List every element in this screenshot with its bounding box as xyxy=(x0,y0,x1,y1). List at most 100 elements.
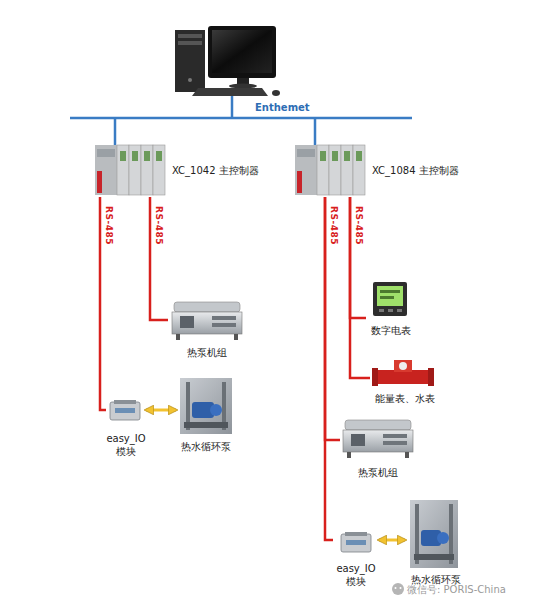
heat-pump-illustration xyxy=(172,302,242,340)
rs485-line xyxy=(350,197,370,378)
node-label: 数字电表 xyxy=(366,324,416,337)
power-meter-illustration-part xyxy=(380,296,394,299)
controller-illustration-part xyxy=(329,145,341,195)
ethernet-bus-part xyxy=(70,117,412,120)
controller-illustration-part xyxy=(317,145,329,195)
heat-pump-illustration-part xyxy=(347,452,351,458)
controller-illustration-part xyxy=(320,151,326,161)
ethernet-bus xyxy=(70,96,412,146)
computer-illustration xyxy=(175,26,280,96)
power-meter-illustration-part xyxy=(373,282,407,316)
controller-illustration-part xyxy=(117,145,129,195)
controller-illustration-part xyxy=(156,151,162,161)
pump-illustration xyxy=(410,500,458,568)
computer-illustration-part xyxy=(188,78,192,82)
heat-pump-illustration-part xyxy=(174,302,240,312)
energy-meter-illustration-part xyxy=(399,362,407,370)
heat-pump-illustration-part xyxy=(405,452,409,458)
io-module-illustration xyxy=(110,400,140,420)
computer-illustration-part xyxy=(229,84,257,89)
heat-pump-illustration xyxy=(343,420,413,458)
ethernet-bus-part xyxy=(314,118,317,146)
wechat-icon-part xyxy=(395,587,397,589)
node-label: easy_IO 模块 xyxy=(106,432,146,458)
ethernet-bus-part xyxy=(114,118,117,146)
computer-illustration-part xyxy=(178,34,202,38)
controller-illustration-part xyxy=(129,145,141,195)
bus-label: RS-485 xyxy=(329,206,339,245)
network-label: Enthemet xyxy=(255,102,310,113)
io-module-node: easy_IO 模块 xyxy=(333,528,379,592)
computer-illustration-part xyxy=(272,90,280,96)
power-meter-node: 数字电表 xyxy=(366,280,416,338)
io-module-node: easy_IO 模块 xyxy=(106,398,146,462)
rs485-line xyxy=(325,197,333,540)
controller-illustration-part xyxy=(97,171,102,193)
heat-pump-illustration-part xyxy=(176,334,180,340)
controller-illustration-part xyxy=(297,149,315,157)
energy-meter-illustration-part xyxy=(394,360,412,372)
bus-label: RS-485 xyxy=(154,206,164,245)
heat-pump-illustration-part xyxy=(383,434,407,438)
rs485-line xyxy=(150,197,168,320)
heat-pump-node: 热泵机组 xyxy=(168,300,246,360)
io-module-illustration-part xyxy=(346,540,366,545)
bus-label: RS-485 xyxy=(104,206,114,245)
pump-illustration-part xyxy=(180,378,232,434)
heat-pump-illustration-part xyxy=(212,316,236,320)
computer-illustration-part xyxy=(175,30,205,92)
heat-pump-illustration-part xyxy=(234,334,238,340)
pump-illustration-part xyxy=(410,500,458,568)
power-meter-illustration-part xyxy=(377,286,403,306)
ethernet-bus-part xyxy=(231,96,234,118)
node-label: 能量表、水表 xyxy=(370,392,440,405)
heat-pump-illustration-part xyxy=(172,312,242,334)
controller-illustration-part xyxy=(353,145,365,195)
heat-pump-illustration-part xyxy=(383,441,407,445)
node-label: XC_1042 主控制器 xyxy=(172,164,267,177)
controller-node: XC_1042 主控制器 xyxy=(95,145,267,197)
pump-illustration-part xyxy=(437,532,449,544)
controller-illustration-part xyxy=(144,151,150,161)
controller-illustration-part xyxy=(141,145,153,195)
controller-illustration-part xyxy=(153,145,165,195)
node-label: 热泵机组 xyxy=(168,346,246,359)
pump-node: 热水循环泵 xyxy=(405,496,467,588)
rs485-line xyxy=(350,197,366,318)
controller-illustration-part xyxy=(332,151,338,161)
energy-meter-illustration-part xyxy=(372,368,378,386)
watermark: 微信号: PORIS-China xyxy=(407,583,506,597)
power-meter-illustration-part xyxy=(380,290,400,293)
controller-illustration-part xyxy=(97,149,115,157)
rs485-line xyxy=(325,197,340,440)
io-module-illustration-part xyxy=(345,532,367,536)
computer-illustration-part xyxy=(178,41,202,45)
power-meter-illustration-part xyxy=(379,309,384,312)
wechat-icon xyxy=(392,583,404,595)
heat-pump-illustration-part xyxy=(343,430,413,452)
pump-illustration xyxy=(180,378,232,434)
io-module-illustration-part xyxy=(115,408,135,413)
computer-illustration-part xyxy=(208,26,276,78)
controller-illustration-part xyxy=(95,145,117,195)
pump-illustration-part xyxy=(414,554,454,560)
node-label: 热水循环泵 xyxy=(176,440,236,453)
controller-illustration-part xyxy=(356,151,362,161)
controller-illustration-part xyxy=(341,145,353,195)
node-label: XC_1084 主控制器 xyxy=(372,164,467,177)
controller-illustration xyxy=(95,145,165,195)
heat-pump-illustration-part xyxy=(212,323,236,327)
link-arrow xyxy=(379,539,405,542)
controller-node: XC_1084 主控制器 xyxy=(295,145,467,197)
wechat-icon-part xyxy=(400,587,402,589)
computer-illustration-part xyxy=(192,88,268,96)
node-label: easy_IO 模块 xyxy=(333,562,379,588)
power-meter-illustration-part xyxy=(388,309,393,312)
controller-illustration-part xyxy=(344,151,350,161)
io-module-illustration-part xyxy=(341,534,371,552)
energy-meter-illustration-part xyxy=(428,368,434,386)
controller-illustration-part xyxy=(132,151,138,161)
